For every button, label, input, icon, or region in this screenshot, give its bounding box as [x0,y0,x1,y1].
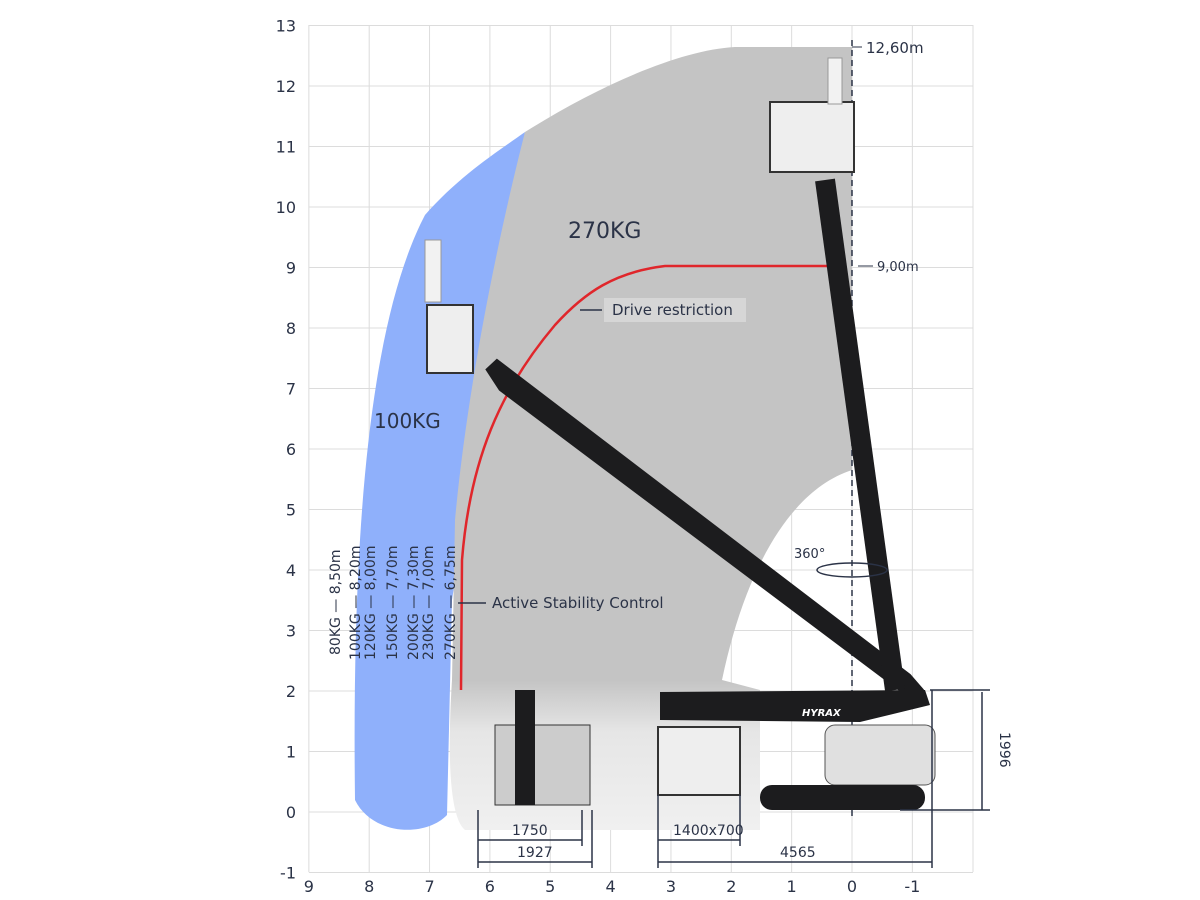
zone-270kg-area [452,47,852,680]
front-view-machine [494,724,591,806]
x-tick-label: 2 [726,877,736,896]
dim-1400x700: 1400x700 [673,823,744,839]
raised-boom-lower [485,358,925,702]
load-reach-label: 120KG — 8,00m [363,546,379,660]
drive-restriction-label: Drive restriction [612,301,733,319]
y-tick-label: -1 [280,864,296,883]
load-reach-label: 150KG — 7,70m [385,546,401,660]
active-stability-label: Active Stability Control [492,594,664,612]
load-reach-label: 80KG — 8,50m [328,549,344,655]
operator-top [827,57,843,105]
y-tick-label: 5 [286,501,296,520]
x-tick-label: 7 [424,877,434,896]
y-tick-label: 0 [286,803,296,822]
x-tick-label: 9 [304,877,314,896]
dim-4565: 4565 [780,845,816,861]
y-tick-label: 1 [286,743,296,762]
rotation-label: 360° [794,547,825,562]
y-tick-label: 4 [286,561,296,580]
y-tick-label: 9 [286,259,296,278]
x-tick-label: 4 [606,877,616,896]
y-tick-label: 2 [286,682,296,701]
dimensions [477,689,990,868]
front-view-mast [515,690,535,805]
dim-1996: 1996 [996,732,1012,768]
y-tick-label: 6 [286,440,296,459]
chassis [824,724,936,786]
x-tick-label: -1 [904,877,920,896]
y-tick-label: 8 [286,319,296,338]
dim-1927: 1927 [517,845,553,861]
x-tick-label: 1 [787,877,797,896]
x-tick-label: 5 [545,877,555,896]
drive-height-label: 9,00m [877,260,919,275]
drive-restriction-line [459,264,830,691]
load-reach-label: 230KG — 7,00m [421,546,437,660]
stowed-boom [660,690,930,722]
x-tick-label: 3 [666,877,676,896]
rotation-arrow-icon [816,562,888,578]
operator-side [424,239,442,303]
dim-1750: 1750 [512,823,548,839]
y-tick-label: 3 [286,622,296,641]
lower-platform [426,304,474,374]
track [760,785,925,810]
zone-270kg-label: 270KG [568,219,641,244]
x-tick-label: 6 [485,877,495,896]
machine [424,57,936,810]
max-height-label: 12,60m [866,39,924,57]
zone-100kg-label: 100KG [374,409,441,433]
load-reach-label: 100KG — 8,20m [348,546,364,660]
y-tick-label: 13 [276,17,296,36]
y-tick-label: 10 [276,198,296,217]
stowed-platform [657,726,741,796]
x-tick-label: 8 [364,877,374,896]
load-reach-label: 270KG — 6,75m [443,546,459,660]
zone-100kg-area [354,132,525,830]
y-tick-label: 7 [286,380,296,399]
top-platform [769,101,855,173]
y-tick-label: 11 [276,138,296,157]
y-tick-label: 12 [276,77,296,96]
vertical-boom [815,178,905,692]
branding-logo-text: HYRAX [802,708,842,719]
x-tick-label: 0 [847,877,857,896]
load-reach-label: 200KG — 7,30m [406,546,422,660]
